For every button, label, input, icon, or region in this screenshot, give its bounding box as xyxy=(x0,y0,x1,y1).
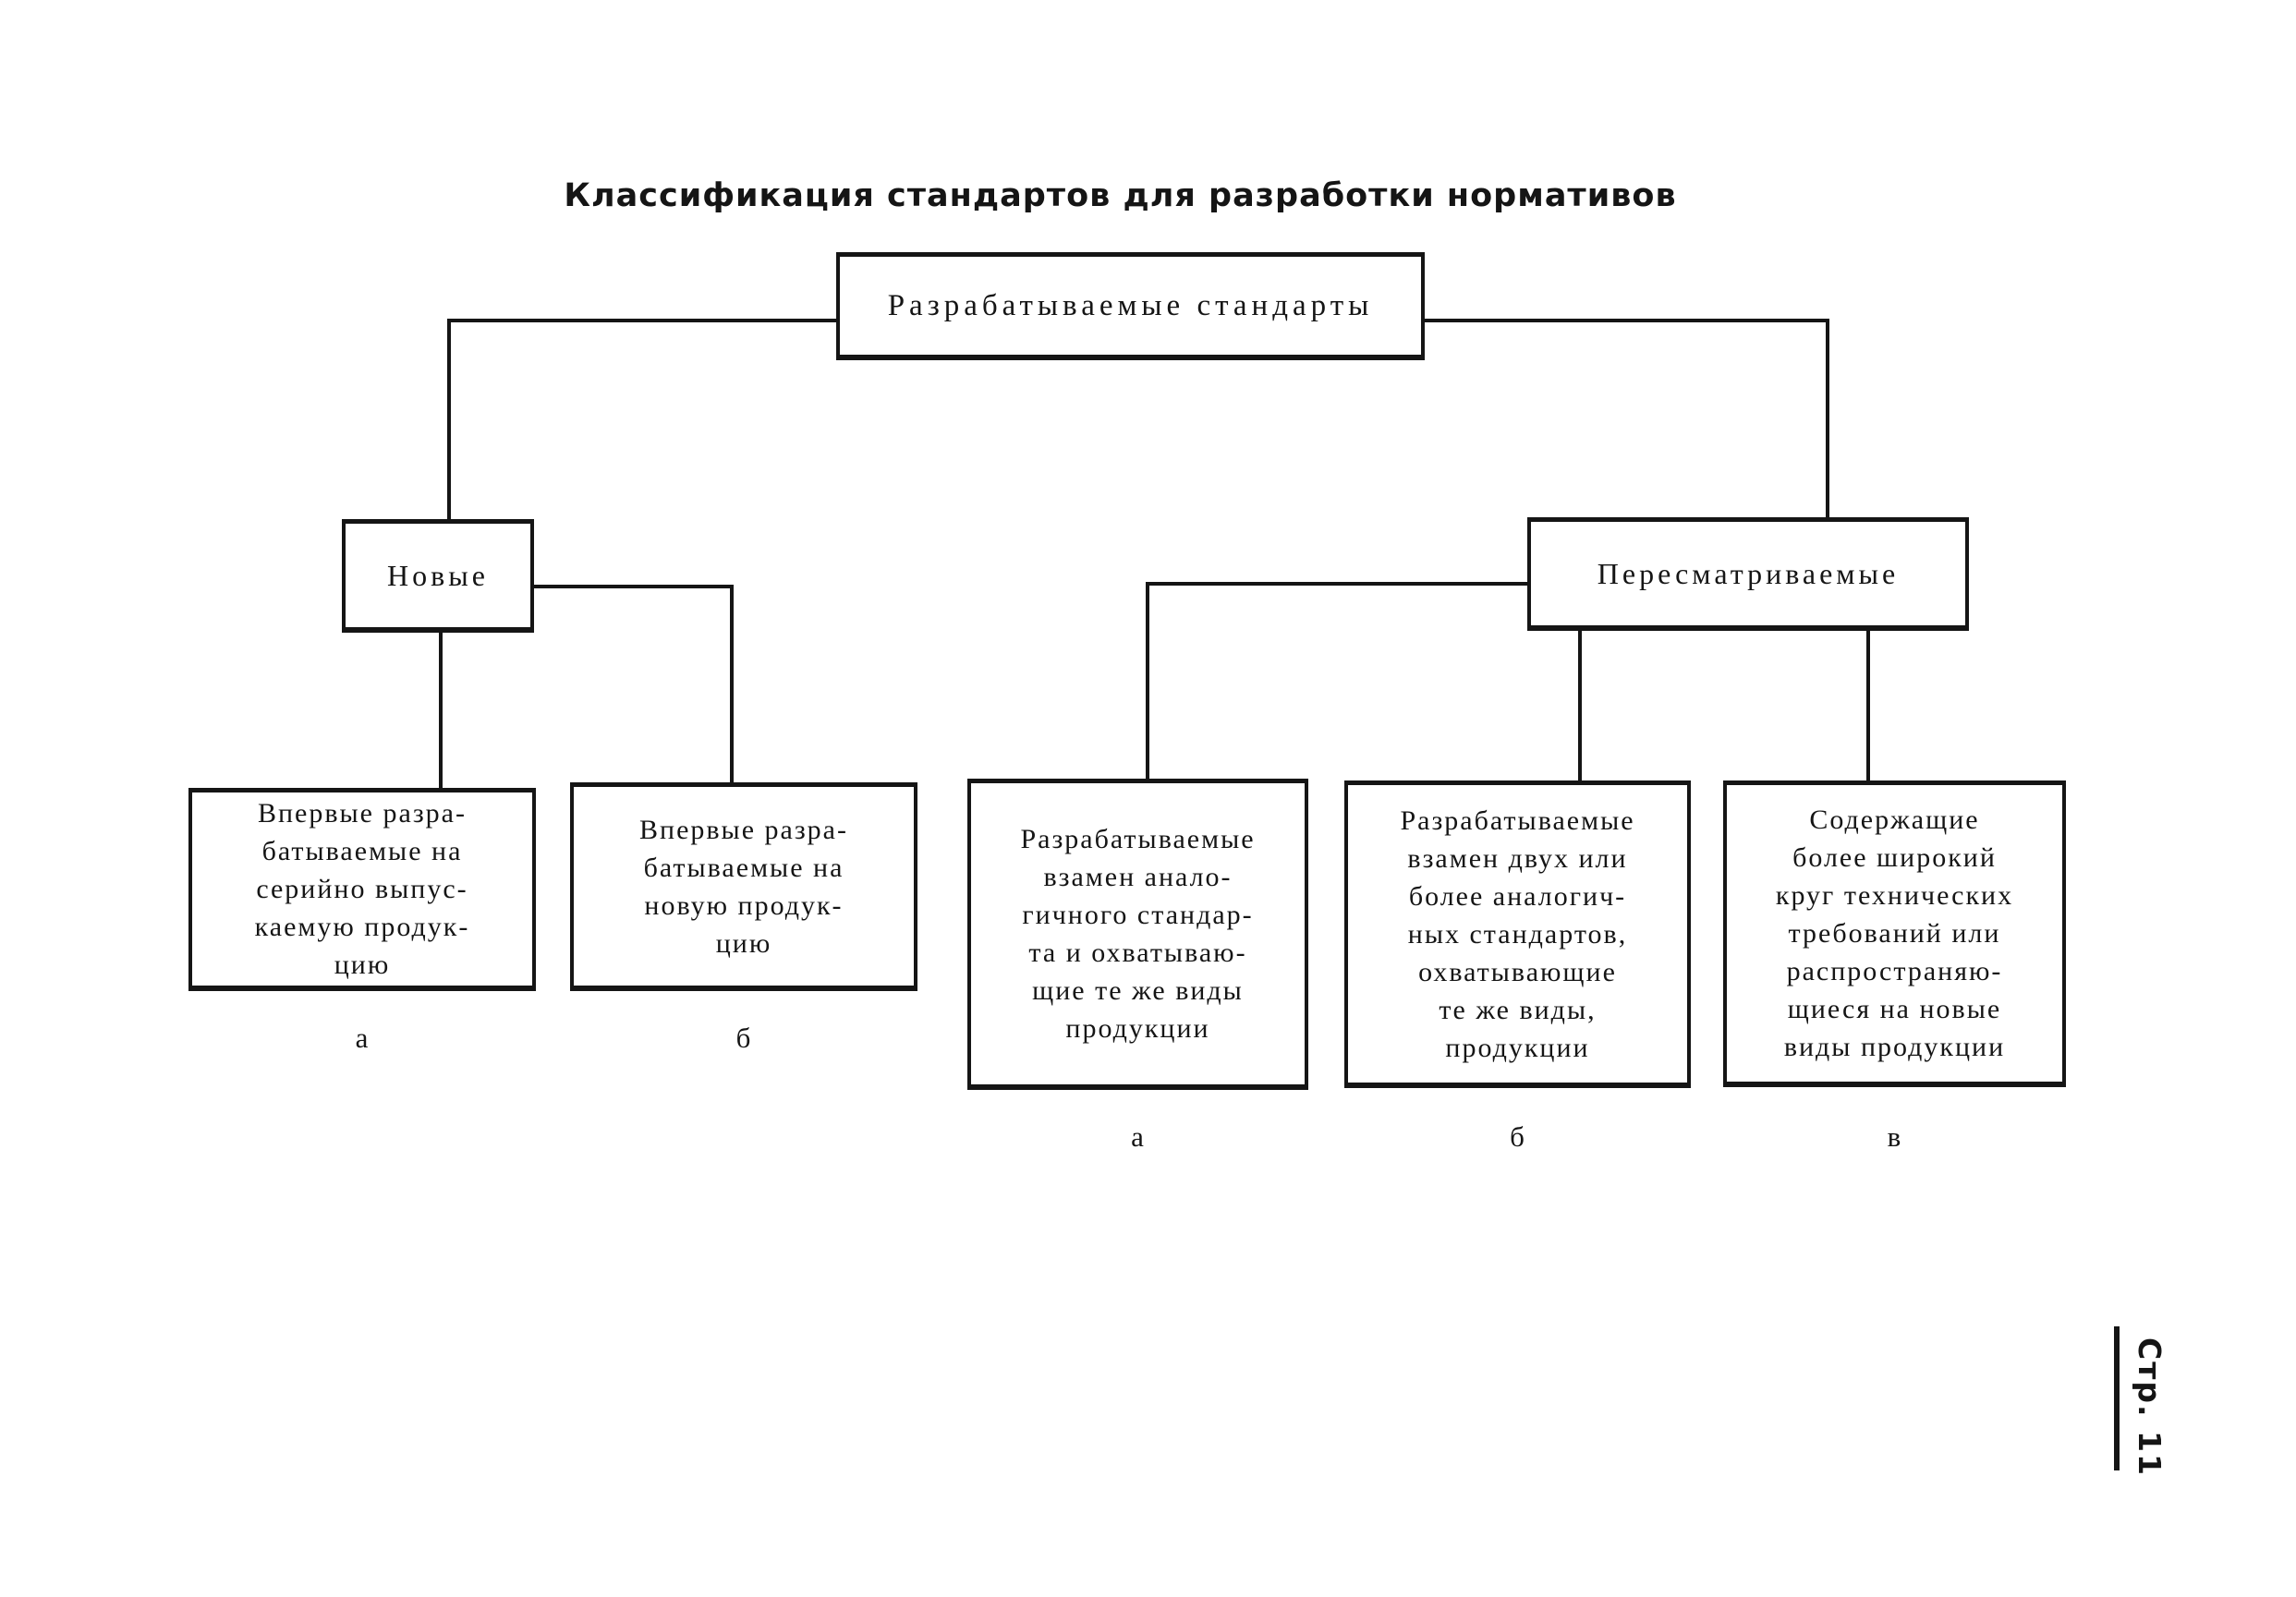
connector-root-right-horizontal xyxy=(1425,319,1829,322)
leaf-text: Разрабатываемые взамен двух или более ан… xyxy=(1400,805,1635,1063)
connector-new-right-horizontal xyxy=(534,585,734,588)
connector-revised-to-leaf5 xyxy=(1866,631,1870,782)
leaf-text: Разрабатываемые взамен анало- гичного ст… xyxy=(1020,824,1256,1044)
node-leaf-new-serial: Впервые разра- батываемые на серийно вып… xyxy=(188,788,536,991)
leaf-text: Впервые разра- батываемые на новую проду… xyxy=(639,814,848,959)
node-new-label: Новые xyxy=(387,558,489,592)
connector-revised-to-leaf4 xyxy=(1578,631,1582,782)
leaf-letter-v: в xyxy=(1887,1120,1902,1153)
connector-new-to-leaf2 xyxy=(730,585,734,784)
connector-revised-to-leaf3 xyxy=(1146,582,1149,780)
node-leaf-replace-several: Разрабатываемые взамен двух или более ан… xyxy=(1344,780,1691,1088)
node-new: Новые xyxy=(342,519,534,633)
leaf-letter-b1: б xyxy=(735,1022,752,1054)
node-root-label: Разрабатываемые стандарты xyxy=(887,288,1374,322)
page-marker-rule xyxy=(2114,1326,2120,1470)
connector-root-to-revised-vertical xyxy=(1826,319,1829,519)
page-number-label: Стр. 11 xyxy=(2132,1337,2168,1477)
diagram-title: Классификация стандартов для разработки … xyxy=(564,177,1677,214)
leaf-letter-a2: а xyxy=(1131,1120,1145,1153)
node-leaf-wider-scope: Содержащие более широкий круг технически… xyxy=(1723,780,2066,1087)
leaf-letter-b2: б xyxy=(1510,1120,1525,1153)
leaf-letter-a1: а xyxy=(355,1022,370,1054)
connector-root-left-horizontal xyxy=(447,319,836,322)
leaf-text: Содержащие более широкий круг технически… xyxy=(1775,805,2014,1062)
node-revised-label: Пересматриваемые xyxy=(1597,556,1900,590)
connector-root-to-new-vertical xyxy=(447,319,451,521)
connector-new-to-leaf1 xyxy=(439,633,443,790)
node-revised: Пересматриваемые xyxy=(1527,517,1969,631)
leaf-text: Впервые разра- батываемые на серийно вып… xyxy=(254,798,470,980)
node-leaf-new-product: Впервые разра- батываемые на новую проду… xyxy=(570,782,917,991)
node-leaf-replace-one: Разрабатываемые взамен анало- гичного ст… xyxy=(967,779,1308,1090)
node-root: Разрабатываемые стандарты xyxy=(836,252,1425,360)
connector-revised-left-horizontal xyxy=(1146,582,1527,586)
